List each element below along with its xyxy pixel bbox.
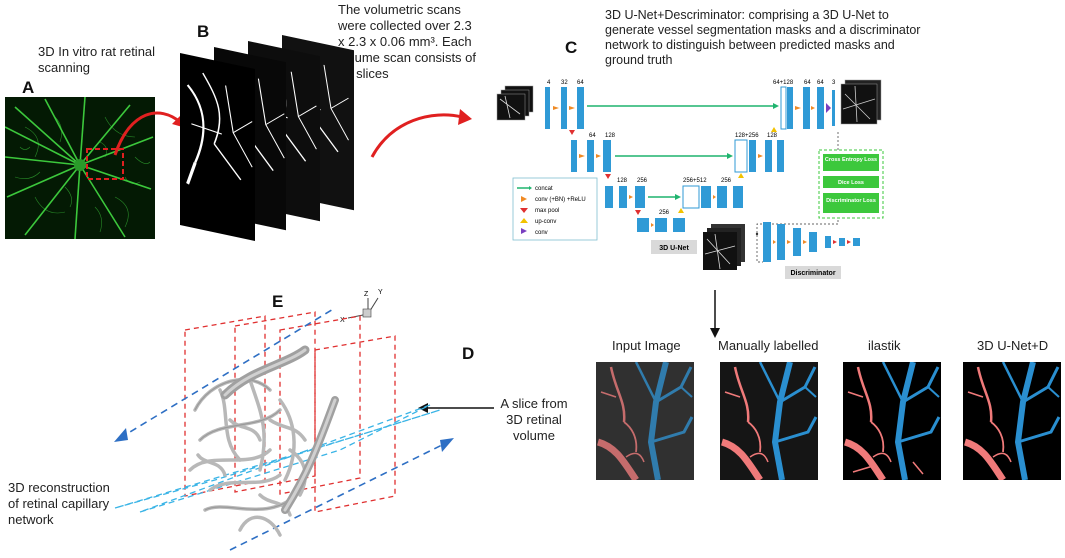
loss-label: Discriminator Loss	[826, 198, 876, 204]
seg-image-ilastik	[843, 362, 941, 480]
column-title-ilastik: ilastik	[868, 338, 901, 353]
caption-line: volume scan consists of	[338, 50, 477, 65]
channel-label: 128	[605, 133, 616, 139]
column-title-unet: 3D U-Net+D	[977, 338, 1049, 353]
channel-label: 64	[577, 80, 584, 86]
caption-line: 75 slices	[338, 66, 389, 81]
channel-label: 128+256	[735, 133, 759, 139]
caption-line: network	[8, 512, 54, 527]
volume-slices-stack	[180, 35, 354, 241]
loss-label: Dice Loss	[838, 180, 864, 186]
caption-line: 3D reconstruction	[8, 480, 110, 495]
axis-label: Z	[364, 291, 369, 298]
unet-label: 3D U-Net	[659, 245, 689, 252]
arrow-c-to-d	[710, 290, 720, 338]
caption-line: network to distinguish between predicted…	[605, 38, 895, 52]
channel-label: 128	[767, 133, 778, 139]
axis-triad: X Y Z	[340, 289, 383, 324]
slice-caption: A slice from 3D retinal volume	[496, 396, 572, 444]
channel-label: 3	[832, 80, 836, 86]
feature-block	[545, 87, 550, 129]
caption-line: x 2.3 x 0.06 mm³. Each	[338, 34, 472, 49]
retina-image	[5, 97, 155, 239]
input-volume-thumbnail	[496, 85, 534, 121]
channel-label: 128	[617, 178, 628, 184]
discriminator-label-box	[785, 266, 841, 279]
seg-image-manual	[720, 362, 818, 480]
caption-line: volume	[513, 428, 555, 443]
caption-line: generate vessel segmentation masks and a…	[605, 23, 921, 37]
axis-label: Y	[378, 289, 383, 296]
caption-line: The volumetric scans	[338, 2, 461, 17]
red-arrow-b-to-c	[370, 109, 472, 158]
caption-line: ground truth	[605, 53, 673, 67]
panel-letter-d: D	[462, 344, 475, 363]
caption-line: 3D U-Net+Descriminator: comprising a 3D …	[605, 8, 889, 22]
legend-label: conv (+BN) +ReLU	[535, 197, 586, 203]
channel-label: 64+128	[773, 80, 794, 86]
caption-line: A slice from	[500, 396, 568, 411]
seg-image-input	[596, 362, 694, 480]
legend: concat conv (+BN) +ReLU max pool up-conv…	[512, 177, 598, 241]
panel-letter-a: A	[22, 78, 35, 97]
legend-label: max pool	[535, 208, 559, 214]
feature-block	[561, 87, 567, 129]
panel-c-caption: 3D U-Net+Descriminator: comprising a 3D …	[605, 8, 920, 68]
legend-label: up-conv	[535, 219, 556, 225]
unet-label-box	[651, 240, 697, 254]
legend-label: conv	[535, 230, 548, 236]
caption-line: scanning	[38, 60, 91, 75]
column-title-manual: Manually labelled	[718, 338, 819, 353]
channel-label: 4	[547, 80, 551, 86]
panel-letter-e: E	[272, 292, 284, 311]
panel-letter-c: C	[565, 38, 578, 57]
predicted-mask-thumbnail	[703, 224, 745, 270]
channel-label: 64	[804, 80, 811, 86]
caption-line: were collected over 2.3	[338, 18, 472, 33]
column-title-input: Input Image	[612, 338, 681, 353]
legend-label: concat	[535, 186, 553, 192]
channel-label: 64	[589, 133, 596, 139]
caption-line: 3D retinal	[506, 412, 562, 427]
channel-label: 256	[721, 178, 732, 184]
output-mask-thumbnail	[840, 79, 882, 125]
channel-label: 256	[637, 178, 648, 184]
caption-line: of retinal capillary	[8, 496, 110, 511]
channel-label: 256	[659, 210, 670, 216]
capillary-3d-reconstruction	[114, 307, 454, 551]
channel-label: 256+512	[683, 178, 707, 184]
panel-a-caption: 3D In vitro rat retinal scanning	[38, 44, 155, 76]
channel-label: 64	[817, 80, 824, 86]
unet-architecture-diagram: 4 32 64 64+128 64 64 3 64 128 128+256 12…	[496, 79, 884, 279]
panel-letter-b: B	[197, 22, 210, 41]
panel-e-caption: 3D reconstruction of retinal capillary n…	[8, 480, 110, 528]
seg-image-unet	[963, 362, 1061, 480]
axis-label: X	[340, 317, 345, 324]
channel-label: 32	[561, 80, 568, 86]
panel-b-caption: The volumetric scans were collected over…	[338, 2, 488, 82]
caption-line: 3D In vitro rat retinal	[38, 44, 156, 59]
loss-label: Cross Entropy Loss	[825, 157, 877, 163]
feature-block	[577, 87, 584, 129]
discriminator-label: Discriminator	[790, 270, 835, 277]
